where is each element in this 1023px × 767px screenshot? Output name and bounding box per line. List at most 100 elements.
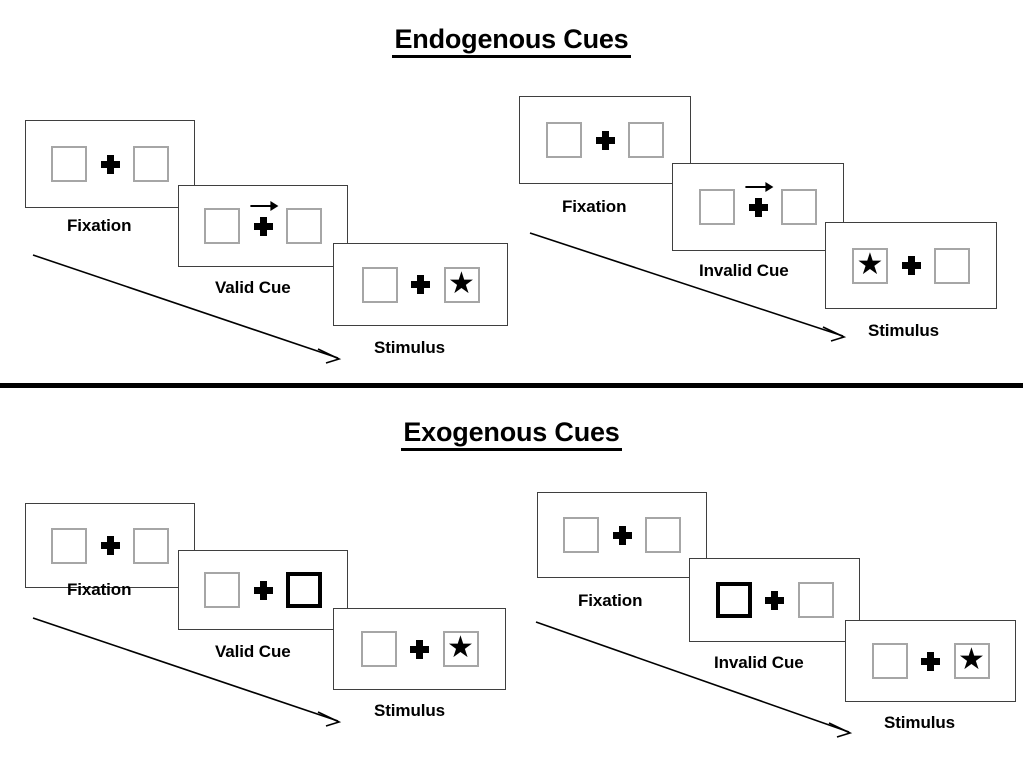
fixation-cross bbox=[599, 525, 645, 545]
panel-exogenous-valid-stimulus: ★ bbox=[333, 608, 506, 690]
star-icon: ★ bbox=[856, 247, 884, 281]
panel-exogenous-valid-fixation bbox=[25, 503, 195, 588]
left-square bbox=[546, 122, 582, 158]
panel-content bbox=[51, 146, 169, 182]
fixation-cross bbox=[735, 181, 781, 217]
time-arrow-exogenous-valid bbox=[30, 613, 350, 731]
arrow-shaft bbox=[250, 204, 274, 207]
left-square bbox=[204, 208, 240, 244]
fixation-cross bbox=[752, 590, 798, 610]
panel-content bbox=[546, 122, 664, 158]
panel-content: ★ bbox=[871, 643, 990, 679]
right-square bbox=[797, 582, 834, 618]
panel-label-exogenous-invalid-fixation: Fixation bbox=[578, 591, 643, 610]
panel-content bbox=[563, 517, 681, 553]
panel-content bbox=[204, 200, 322, 244]
panel-label-endogenous-valid-stimulus: Stimulus bbox=[374, 338, 445, 357]
panel-content bbox=[51, 527, 169, 564]
right-square-with-stimulus: ★ bbox=[953, 643, 990, 679]
time-arrow-endogenous-valid bbox=[30, 250, 350, 368]
left-square bbox=[699, 189, 735, 225]
plus-icon bbox=[612, 525, 632, 545]
panel-label-endogenous-valid-fixation: Fixation bbox=[67, 216, 132, 235]
left-square bbox=[51, 146, 87, 182]
right-square-with-stimulus: ★ bbox=[442, 631, 479, 667]
fixation-cross bbox=[240, 200, 286, 236]
plus-icon bbox=[595, 130, 615, 150]
panel-label-endogenous-invalid-cue: Invalid Cue bbox=[699, 261, 789, 280]
right-square-cued bbox=[286, 572, 322, 608]
section-title-exogenous-text: Exogenous Cues bbox=[401, 417, 622, 452]
star-icon: ★ bbox=[447, 631, 474, 664]
arrow-head bbox=[765, 181, 774, 192]
plus-icon bbox=[253, 580, 273, 600]
panel-label-exogenous-valid-stimulus: Stimulus bbox=[374, 701, 445, 720]
panel-label-exogenous-valid-fixation: Fixation bbox=[67, 580, 132, 599]
section-title-endogenous: Endogenous Cues bbox=[0, 24, 1023, 59]
panel-label-exogenous-invalid-cue: Invalid Cue bbox=[714, 653, 804, 672]
arrow-right-icon bbox=[250, 200, 280, 212]
left-square bbox=[563, 517, 599, 553]
right-square bbox=[286, 208, 322, 244]
left-square bbox=[360, 631, 397, 667]
star-icon: ★ bbox=[448, 266, 475, 300]
panel-exogenous-invalid-fixation bbox=[537, 492, 707, 578]
section-title-endogenous-text: Endogenous Cues bbox=[392, 24, 631, 59]
plus-icon bbox=[411, 275, 430, 294]
panel-endogenous-valid-cue bbox=[178, 185, 348, 267]
panel-endogenous-invalid-stimulus: ★ bbox=[825, 222, 997, 309]
panel-exogenous-invalid-stimulus: ★ bbox=[845, 620, 1016, 702]
panel-label-endogenous-invalid-stimulus: Stimulus bbox=[868, 321, 939, 340]
panel-content: ★ bbox=[360, 631, 479, 667]
fixation-cross bbox=[87, 154, 133, 174]
panel-content bbox=[699, 181, 817, 225]
fixation-cross bbox=[397, 639, 443, 659]
panel-label-exogenous-invalid-stimulus: Stimulus bbox=[884, 713, 955, 732]
left-square-cued bbox=[715, 582, 752, 618]
plus-icon bbox=[921, 651, 940, 671]
panel-label-endogenous-valid-cue: Valid Cue bbox=[215, 278, 291, 297]
plus-icon bbox=[100, 154, 120, 174]
left-square bbox=[204, 572, 240, 608]
right-square bbox=[133, 527, 169, 564]
section-title-exogenous: Exogenous Cues bbox=[0, 417, 1023, 452]
left-square bbox=[51, 527, 87, 564]
arrow-right-icon bbox=[745, 181, 775, 193]
panel-endogenous-invalid-fixation bbox=[519, 96, 691, 184]
right-square bbox=[645, 517, 681, 553]
fixation-cross bbox=[582, 130, 628, 150]
right-square bbox=[934, 247, 970, 284]
right-square-with-stimulus: ★ bbox=[443, 266, 480, 303]
panel-endogenous-valid-fixation bbox=[25, 120, 195, 208]
arrow-head bbox=[270, 200, 279, 211]
fixation-cross bbox=[240, 580, 286, 600]
plus-icon bbox=[765, 590, 784, 610]
panel-content: ★ bbox=[361, 266, 480, 303]
plus-icon bbox=[748, 197, 768, 217]
left-square bbox=[361, 266, 398, 303]
panel-endogenous-valid-stimulus: ★ bbox=[333, 243, 508, 326]
panel-endogenous-invalid-cue bbox=[672, 163, 844, 251]
panel-exogenous-valid-cue bbox=[178, 550, 348, 630]
left-square bbox=[871, 643, 908, 679]
panel-label-endogenous-invalid-fixation: Fixation bbox=[562, 197, 627, 216]
panel-label-exogenous-valid-cue: Valid Cue bbox=[215, 642, 291, 661]
right-square bbox=[781, 189, 817, 225]
arrow-shaft bbox=[745, 185, 769, 188]
plus-icon bbox=[100, 536, 120, 555]
panel-exogenous-invalid-cue bbox=[689, 558, 860, 642]
plus-icon bbox=[410, 639, 429, 659]
star-icon: ★ bbox=[958, 643, 985, 676]
left-square-with-stimulus: ★ bbox=[852, 247, 888, 284]
section-divider bbox=[0, 383, 1023, 388]
panel-content: ★ bbox=[852, 247, 970, 284]
fixation-cross bbox=[888, 256, 934, 275]
plus-icon bbox=[901, 256, 921, 275]
fixation-cross bbox=[398, 275, 444, 294]
right-square bbox=[628, 122, 664, 158]
right-square bbox=[133, 146, 169, 182]
plus-icon bbox=[253, 216, 273, 236]
panel-content bbox=[204, 572, 322, 608]
panel-content bbox=[715, 582, 834, 618]
fixation-cross bbox=[908, 651, 954, 671]
